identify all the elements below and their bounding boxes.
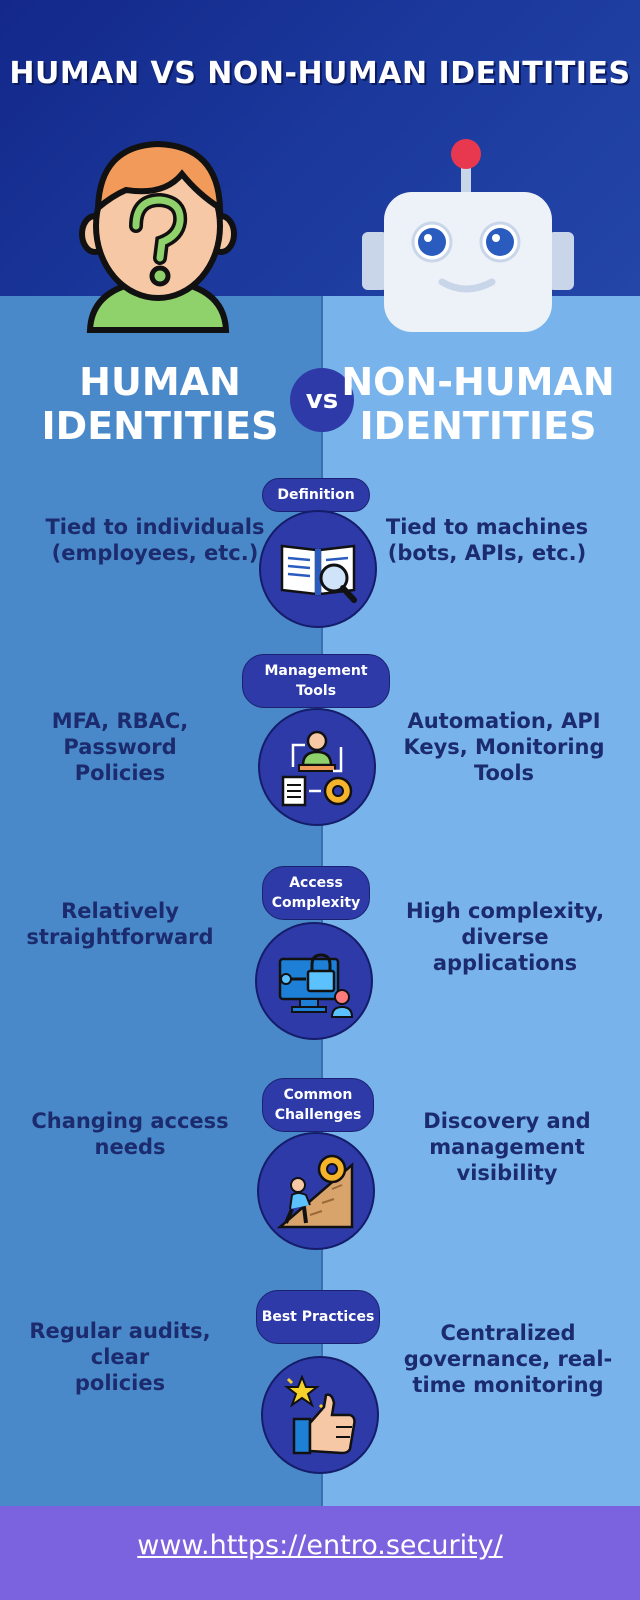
manager-workflow-icon [281,730,353,807]
human-definition-text: Tied to individuals (employees, etc.) [45,515,265,565]
human-avatar-icon [79,140,237,333]
icon-circle-common-challenges [257,1132,375,1250]
category-pill-best-practices: Best Practices [256,1290,380,1344]
nonhuman-access-complexity-text: High complexity, diverse applications [405,899,605,975]
icon-circle-access-complexity [255,922,373,1040]
nonhuman-management-tools-text: Automation, API Keys, Monitoring Tools [403,709,605,785]
nonhuman-common-challenges-text: Discovery and management visibility [423,1109,591,1185]
human-best-practices-text: Regular audits, clear policies [29,1319,211,1395]
nonhuman-best-practices-text: Centralized governance, real- time monit… [403,1321,613,1397]
page-title: HUMAN VS NON-HUMAN IDENTITIES [9,56,631,91]
book-magnifier-icon [280,544,357,603]
nonhuman-definition-text: Tied to machines (bots, APIs, etc.) [385,515,589,565]
icon-circle-management-tools [258,708,376,826]
human-heading: HUMAN IDENTITIES [41,360,279,448]
category-pill-management-tools: Management Tools [242,654,390,708]
icon-circle-definition [259,510,377,628]
footer-band [0,1506,640,1600]
icon-circle-best-practices [261,1356,379,1474]
human-common-challenges-text: Changing access needs [31,1109,229,1159]
access-lock-icon [278,953,354,1018]
human-access-complexity-text: Relatively straightforward [26,899,214,949]
website-link[interactable]: www.https://entro.security/ [137,1530,503,1561]
category-pill-access-complexity: Access Complexity [262,866,370,920]
human-management-tools-text: MFA, RBAC, Password Policies [51,709,189,785]
category-pill-common-challenges: Common Challenges [262,1078,374,1132]
robot-avatar-icon [362,139,574,332]
vs-badge: vs [290,368,354,432]
nonhuman-heading: NON-HUMAN IDENTITIES [341,360,615,448]
category-pill-definition: Definition [262,478,370,512]
thumbs-up-star-icon [284,1375,356,1455]
climbing-gear-icon [276,1154,354,1229]
